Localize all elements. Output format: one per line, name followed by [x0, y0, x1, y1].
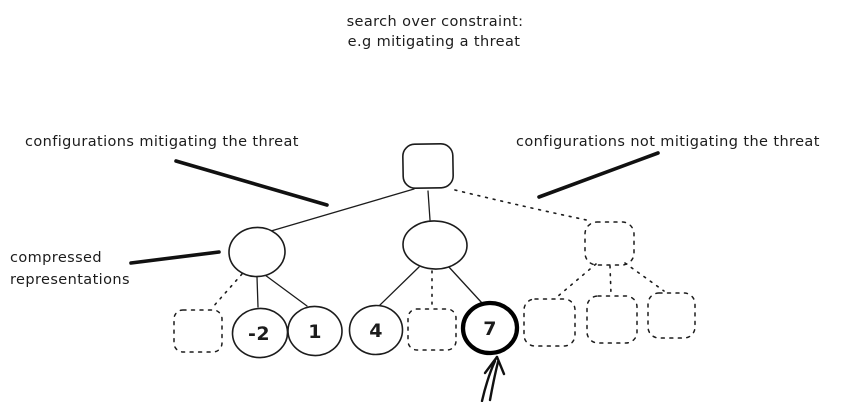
- diagram-title-line2: e.g mitigating a threat: [348, 34, 521, 50]
- leaf-dashed-left: [173, 309, 223, 353]
- leaf-dashed-right-1: [523, 298, 576, 347]
- label-compressed-line2: representations: [10, 272, 130, 288]
- edge-root-to-left-branch: [270, 188, 415, 232]
- edge-left-to-1: [264, 274, 308, 307]
- leaf-dashed-middle: [407, 308, 457, 351]
- edge-middle-to-4: [379, 266, 420, 306]
- edge-root-to-middle-branch: [427, 190, 431, 221]
- leaf-value-7: 7: [483, 318, 497, 340]
- edge-left-to-dashed-leaf: [211, 273, 243, 309]
- edge-right-to-dashed-child-2: [609, 265, 612, 295]
- leaf-node-1: [287, 305, 343, 357]
- pointer-line-not-mitigating: [537, 151, 660, 199]
- leaf-value-minus2: -2: [248, 323, 270, 345]
- leaf-dashed-right-2: [586, 295, 638, 344]
- leaf-dashed-right-3: [647, 292, 696, 339]
- right-branch-node-dashed: [584, 221, 635, 266]
- edge-left-to-minus2: [256, 276, 259, 308]
- label-configurations-mitigating: configurations mitigating the threat: [25, 134, 299, 150]
- root-node: [402, 142, 454, 190]
- leaf-node-7-selected: [460, 300, 520, 356]
- diagram-title-line1: search over constraint:: [347, 14, 524, 30]
- edge-middle-to-7: [447, 265, 483, 304]
- edge-root-to-right-branch: [454, 189, 592, 222]
- leaf-node-4: [348, 304, 404, 356]
- edge-right-to-dashed-child-1: [556, 263, 597, 298]
- label-compressed-line1: compressed: [10, 250, 102, 266]
- leaf-value-1: 1: [308, 321, 322, 343]
- label-configurations-not-mitigating: configurations not mitigating the threat: [516, 134, 820, 150]
- pointer-line-compressed: [129, 250, 221, 265]
- pointer-line-mitigating: [174, 159, 329, 207]
- middle-branch-node: [402, 220, 468, 270]
- leaf-value-4: 4: [369, 320, 383, 342]
- left-branch-node: [228, 226, 286, 278]
- selection-arrow-icon: [480, 355, 506, 402]
- edge-right-to-dashed-child-3: [624, 262, 665, 292]
